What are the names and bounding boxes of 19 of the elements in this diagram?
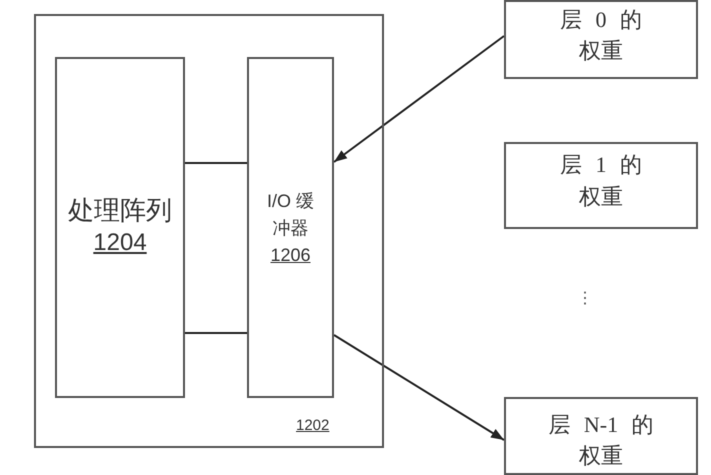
block-label: I/O 缓冲器 [266,190,315,240]
block-label: 层 1 的权重 [559,151,643,211]
weights-box [504,0,698,79]
block-label: 处理阵列 [68,195,172,225]
reference-number: 1206 [270,244,311,267]
ellipsis-text: ⋮ [577,290,593,306]
chip-box [34,14,384,448]
block-label: 层 0 的权重 [559,6,643,65]
connector-line [185,332,247,334]
weights-box [504,142,698,229]
arrow [333,35,505,163]
component-box [247,57,334,398]
weights-box [504,397,698,475]
arrow [333,334,505,441]
component-box [55,57,185,398]
reference-number: 1204 [93,229,147,257]
connector-line [185,162,247,164]
block-label: 层 N-1 的权重 [547,411,655,470]
reference-number: 1202 [296,417,330,435]
